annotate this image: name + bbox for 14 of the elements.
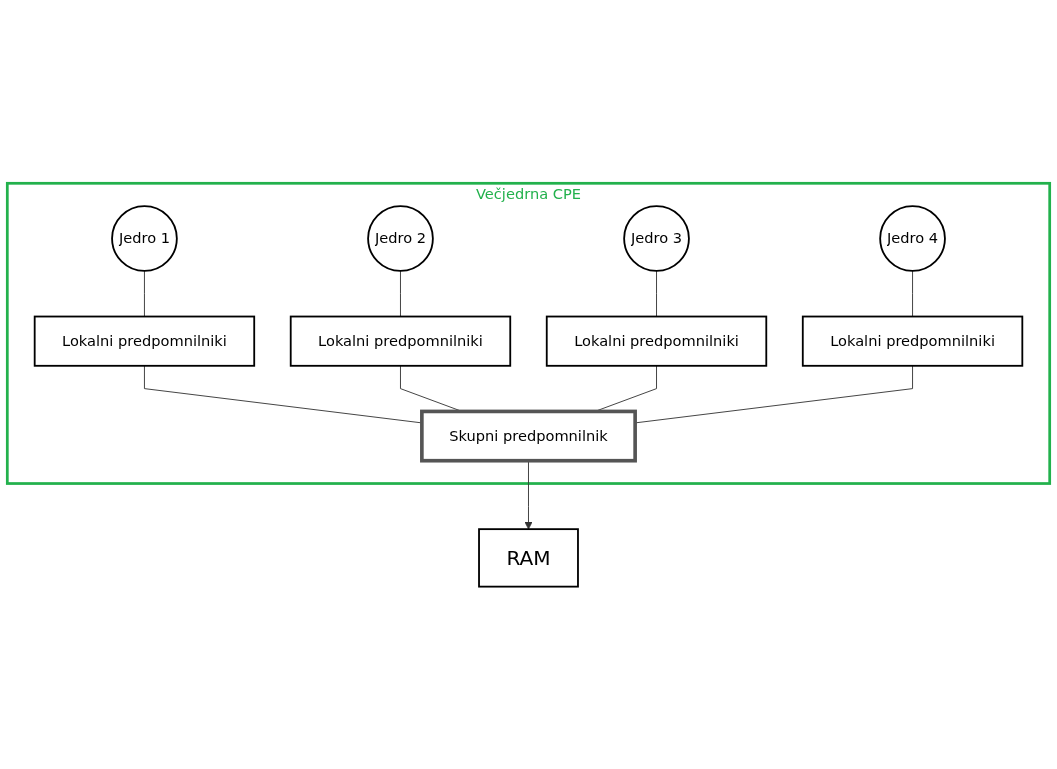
connector [656, 269, 657, 317]
node-circle: Jedro 2 [367, 204, 434, 272]
connector [400, 269, 401, 317]
connector [912, 269, 913, 317]
node-box: Lokalni predpomnilniki [289, 315, 512, 367]
node-box: Lokalni predpomnilniki [33, 315, 256, 367]
node-circle: Jedro 1 [111, 204, 178, 272]
node-circle: Jedro 4 [879, 204, 946, 272]
node-circle: Jedro 3 [623, 204, 690, 272]
connector [144, 269, 145, 317]
node-box: Lokalni predpomnilniki [801, 315, 1024, 367]
node-box: RAM [478, 527, 579, 588]
node-box: Skupni predpomnilnik [420, 409, 637, 463]
node-box: Lokalni predpomnilniki [545, 315, 768, 367]
